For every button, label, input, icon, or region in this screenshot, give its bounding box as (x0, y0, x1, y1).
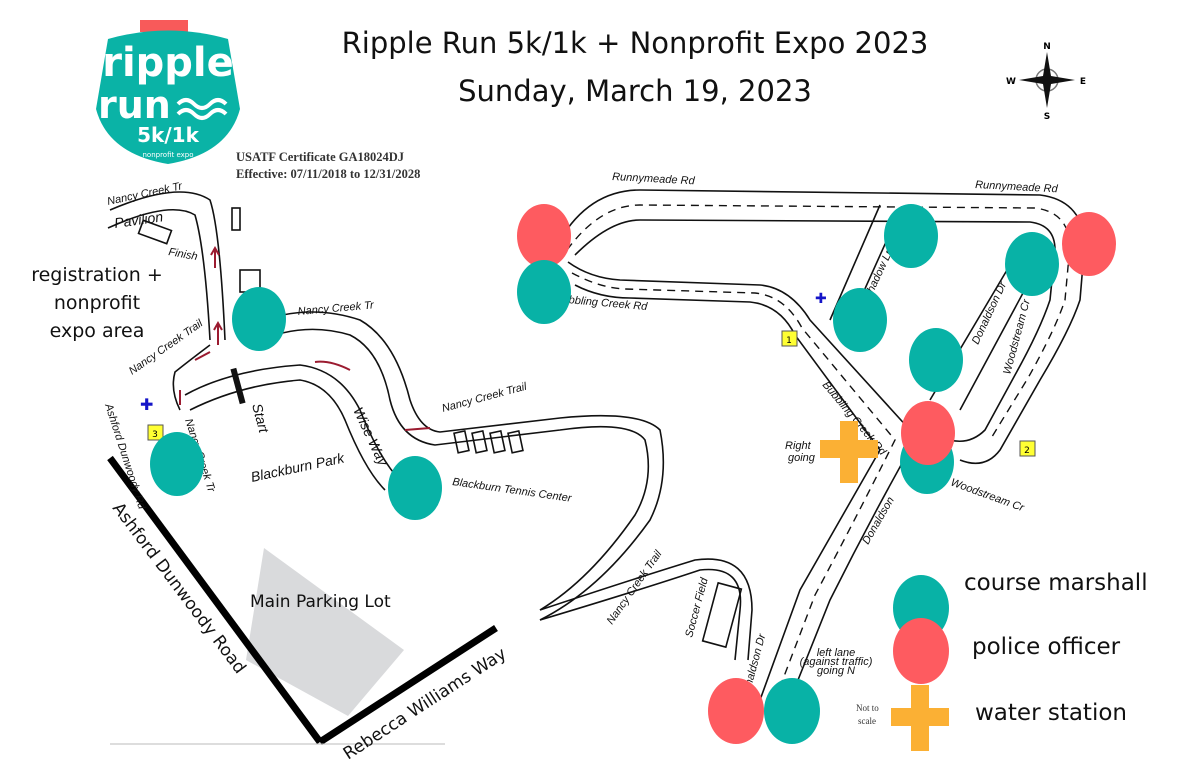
label-runnymeade-rd: Runnymeade Rd (612, 171, 696, 187)
course-marshall-marker (150, 432, 204, 496)
logo-text-ripple: ripple (102, 40, 234, 86)
label-soccer-field: Soccer Field (683, 576, 711, 639)
svg-text:1: 1 (786, 336, 792, 346)
svg-text:W: W (1006, 77, 1016, 87)
main-parking-lot (246, 548, 404, 716)
legend-water-swatch (891, 685, 949, 751)
svg-text:3: 3 (152, 430, 158, 440)
svg-text:E: E (1080, 77, 1086, 87)
course-direction-arrows (179, 245, 431, 431)
label-main-parking-lot: Main Parking Lot (250, 592, 391, 612)
course-marshall-marker (884, 204, 938, 268)
label-blackburn-park: Blackburn Park (249, 449, 346, 485)
legend-course-marshall: course marshall (964, 570, 1148, 596)
police-officer-marker (708, 678, 764, 744)
label-nancy-creek-trail: Nancy Creek Trail (441, 381, 529, 415)
title-line1: Ripple Run 5k/1k + Nonprofit Expo 2023 (341, 26, 929, 60)
label-woodstream-cr: Woodstream Cr (949, 477, 1027, 515)
police-officer-marker (517, 204, 571, 268)
certificate-effective-dates: Effective: 07/11/2018 to 12/31/2028 (236, 167, 421, 181)
police-officer-marker (1062, 212, 1116, 276)
svg-text:S: S (1044, 112, 1050, 122)
label-wise-way: Wise Way (350, 405, 391, 469)
logo-text-run: run (98, 83, 171, 127)
svg-text:N: N (1043, 42, 1051, 52)
course-marshall-markers (150, 204, 1059, 744)
label-left-lane: left lane (817, 647, 856, 659)
label-blackburn-tennis-center: Blackburn Tennis Center (452, 476, 574, 505)
label-nancy-creek-tr: Nancy Creek Tr (106, 180, 184, 208)
title-line2: Sunday, March 19, 2023 (458, 74, 812, 108)
park-roads (107, 191, 753, 661)
label-ashford-dunwoody-rd: Ashford Dunwoody Rd (102, 401, 148, 511)
course-marshall-marker (909, 328, 963, 392)
course-marshall-marker (764, 678, 820, 744)
label-nancy-creek-trail: Nancy Creek Trail (605, 548, 665, 627)
label-ashford-dunwoody-road: Ashford Dunwoody Road (108, 499, 250, 678)
ashford-dunwoody-road (107, 455, 323, 745)
water-station-marker (820, 421, 878, 483)
legend-police-swatch (893, 618, 949, 684)
label-right-going: Right (785, 440, 812, 452)
legend-water-station: water station (975, 700, 1127, 726)
ripple-run-logo: ripple run 5k/1k nonprofit expo (88, 14, 248, 164)
police-officer-marker (901, 401, 955, 465)
medical-icon: ✚ (815, 291, 827, 307)
start-line (230, 367, 246, 405)
course-marshall-marker (232, 287, 286, 351)
course-marshall-marker (517, 260, 571, 324)
police-officer-markers (517, 204, 1116, 744)
label-left-lane: (against traffic) (800, 656, 873, 668)
label-nancy-creek-tr: Nancy Creek Tr (297, 299, 375, 318)
logo-text-distance: 5k/1k (137, 123, 199, 147)
label-donaldson: Donaldson (860, 495, 897, 547)
compass-icon: N S E W (1006, 42, 1086, 122)
registration-expo-label: registration + nonprofit expo area (31, 264, 163, 342)
usatf-certificate: USATF Certificate GA18024DJ (236, 150, 405, 164)
label-woodstream-cr: Woodstream Cr (1001, 297, 1033, 376)
not-to-scale-note: scale (858, 716, 876, 726)
course-marshall-marker (1005, 232, 1059, 296)
label-donaldson-dr: Donaldson Dr (970, 279, 1010, 346)
course-marshall-marker (388, 456, 442, 520)
not-to-scale-note: Not to (856, 703, 879, 713)
medical-icon: ✚ (140, 395, 153, 414)
mile-markers: 3 1 2 (147, 330, 1036, 457)
label-runnymeade-rd: Runnymeade Rd (975, 179, 1059, 195)
rebecca-williams-way (318, 625, 498, 745)
label-nancy-creek-trail: Nancy Creek Trail (127, 317, 206, 377)
compass-rose: N S E W (1005, 38, 1089, 122)
legend-police-officer: police officer (972, 634, 1121, 660)
svg-text:2: 2 (1024, 446, 1030, 456)
label-finish: Finish (167, 246, 198, 263)
label-start: Start (249, 402, 272, 436)
logo-text-expo: nonprofit expo (142, 151, 193, 159)
course-marshall-marker (833, 288, 887, 352)
label-left-lane: going N (817, 665, 855, 677)
label-pavilion: Pavilion (113, 208, 164, 231)
label-right-going: going (788, 452, 816, 464)
